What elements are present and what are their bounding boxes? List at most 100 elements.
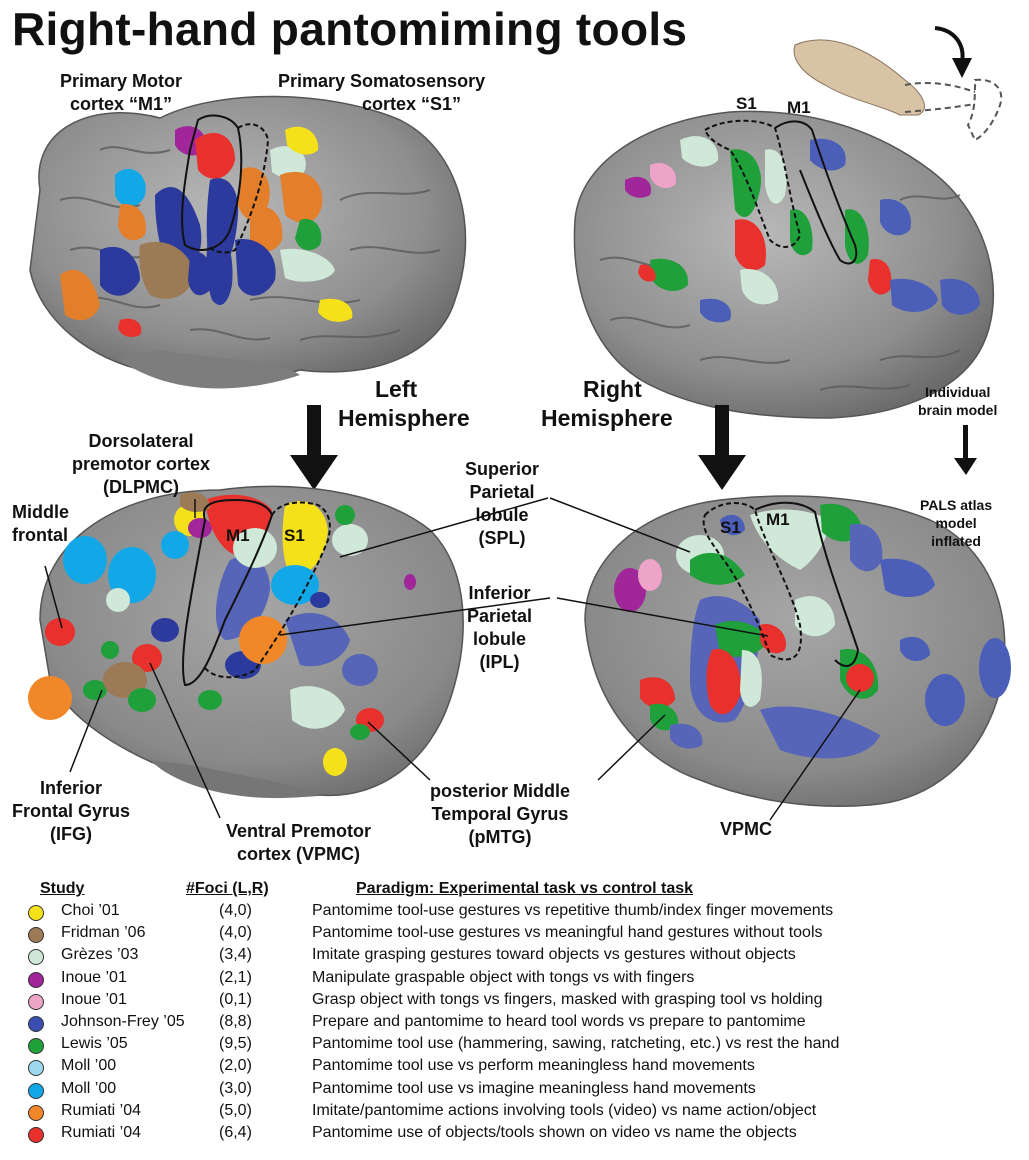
dlpmc-label: Dorsolateral premotor cortex (DLPMC) (72, 430, 210, 499)
color-swatch-icon (28, 1060, 44, 1077)
study-name: Inoue ’01 (61, 968, 127, 986)
brain-figure (28, 26, 1011, 821)
legend-row: Grèzes ’03 (3,4) Imitate grasping gestures… (28, 946, 1018, 968)
s1-marker-right: S1 (720, 518, 741, 537)
paradigm-text: Imitate/pantomime actions involving tool… (312, 1101, 817, 1119)
hand-tool-illustration (793, 26, 1003, 142)
arrow-down-small (954, 425, 977, 475)
s1-marker-left: S1 (284, 526, 305, 545)
legend-header: Study #Foci (L,R) Paradigm: Experimental… (28, 880, 1018, 902)
paradigm-text: Pantomime tool use vs perform meaningles… (312, 1057, 755, 1075)
left-hemisphere-label-2: Hemisphere (338, 404, 470, 432)
label-line: VPMC (720, 819, 773, 839)
paradigm-text: Pantomime tool-use gestures vs meaningfu… (312, 924, 823, 942)
pals-atlas-label: PALS atlas model inflated (920, 496, 992, 550)
left-hemisphere-label: Left (375, 375, 417, 403)
legend-row: Moll ’00(3,0)Pantomime tool use vs imagi… (28, 1080, 1018, 1102)
color-swatch-icon (28, 1127, 44, 1143)
paradigm-text: Pantomime tool use vs imagine meaningles… (312, 1079, 756, 1097)
paradigm-text: Grasp object with tongs vs fingers, mask… (312, 990, 823, 1008)
pmtg-label: posterior Middle Temporal Gyrus (pMTG) (430, 780, 570, 849)
foci-count: (2,0) (219, 1057, 252, 1075)
label-line: premotor cortex (72, 454, 211, 474)
foci-count: (3,0) (219, 1079, 252, 1097)
legend-row: Inoue ’01(0,1)Grasp object with tongs vs… (28, 991, 1018, 1013)
foci-header: #Foci (L,R) (186, 880, 269, 897)
label-line: Dorsolateral (88, 431, 194, 451)
legend-row: Rumiati ’04 (6,4) Pantomime use of objects… (28, 1124, 1018, 1146)
arrow-down-left (290, 405, 338, 490)
label-line: lobule (473, 629, 527, 649)
legend-row: Moll ’00 (2,0) Pantomime tool use vs perfo… (28, 1057, 1018, 1079)
study-name: Rumiati ’04 (61, 1101, 142, 1119)
right-hemisphere-label: Right (583, 375, 642, 403)
legend-row: Lewis ’05 (9,5) Pantomime tool use (hammer… (28, 1035, 1018, 1057)
foci-count: (4,0) (219, 924, 252, 942)
foci-count: (9,5) (219, 1035, 252, 1053)
label-line: Primary Motor (60, 71, 183, 91)
label-line: Hemisphere (338, 405, 470, 431)
label-line: Middle (12, 502, 69, 522)
label-line: brain model (918, 402, 998, 418)
label-line: lobule (475, 505, 529, 525)
label-line: (pMTG) (468, 827, 532, 847)
label-line: Temporal Gyrus (431, 804, 569, 824)
s1-marker-top: S1 (736, 94, 757, 113)
label-line: Parietal (467, 606, 533, 626)
study-name: Rumiati ’04 (61, 1124, 142, 1141)
left-hemisphere-brain (29, 95, 467, 389)
foci-count: (3,4) (219, 946, 252, 964)
right-hemisphere-label-2: Hemisphere (541, 404, 673, 432)
label-line: Inferior (468, 583, 531, 603)
ifg-label: Inferior Frontal Gyrus (IFG) (12, 777, 130, 846)
vpmc-right-label: VPMC (720, 818, 772, 841)
label-line: (IPL) (479, 652, 520, 672)
label-line: Primary Somatosensory (278, 71, 486, 91)
legend-row: Fridman ’06(4,0)Pantomime tool-use gestu… (28, 924, 1018, 946)
label-line: posterior Middle (430, 781, 571, 801)
spl-label: Superior Parietal lobule (SPL) (465, 458, 539, 550)
individual-brain-label: Individual brain model (918, 383, 997, 419)
legend-row: Choi ’01 (4,0) Pantomime tool-use gestures… (28, 902, 1018, 924)
study-name: Grèzes ’03 (61, 946, 139, 964)
study-header: Study (40, 880, 85, 897)
m1-marker-right: M1 (766, 510, 790, 529)
label-line: (SPL) (478, 528, 526, 548)
label-line: Parietal (469, 482, 535, 502)
paradigm-text: Imitate grasping gestures toward objects… (312, 946, 796, 964)
study-name: Choi ’01 (61, 902, 120, 919)
vpmc-left-label: Ventral Premotor cortex (VPMC) (226, 820, 371, 866)
label-line: Hemisphere (541, 405, 673, 431)
foci-count: (4,0) (219, 902, 252, 919)
primary-motor-label: Primary Motor cortex “M1” (60, 70, 182, 116)
right-inflated-brain (584, 495, 1011, 807)
paradigm-text: Pantomime tool-use gestures vs repetitiv… (312, 902, 834, 919)
color-swatch-icon (28, 1016, 44, 1032)
label-line: Superior (465, 459, 540, 479)
color-swatch-icon (28, 1038, 44, 1055)
ipl-label: Inferior Parietal lobule (IPL) (467, 582, 532, 674)
study-name: Moll ’00 (61, 1057, 117, 1075)
foci-count: (5,0) (219, 1101, 252, 1119)
study-name: Lewis ’05 (61, 1035, 128, 1053)
label-line: model (935, 515, 977, 531)
paradigm-header: Paradigm: Experimental task vs control t… (356, 880, 694, 897)
left-inflated-brain (28, 485, 464, 799)
m1-marker-top: M1 (787, 98, 811, 117)
right-hemisphere-brain (573, 110, 995, 419)
legend-row: Inoue ’01(2,1)Manipulate graspable objec… (28, 969, 1018, 991)
label-line: (IFG) (50, 824, 93, 844)
leader-lines (44, 497, 861, 821)
m1-marker-left: M1 (226, 526, 250, 545)
foci-count: (6,4) (219, 1124, 252, 1141)
legend-row: Johnson-Frey ’05(8,8)Prepare and pantomi… (28, 1013, 1018, 1035)
paradigm-text: Pantomime tool use (hammering, sawing, r… (312, 1035, 840, 1053)
foci-count: (8,8) (219, 1013, 252, 1030)
label-line: Individual (925, 384, 991, 400)
foci-count: (2,1) (219, 968, 252, 986)
label-line: frontal (12, 525, 68, 545)
paradigm-text: Pantomime use of objects/tools shown on … (312, 1124, 797, 1141)
middle-frontal-label: Middle frontal (12, 501, 69, 547)
label-line: PALS atlas (920, 497, 993, 513)
label-line: Right (583, 376, 642, 402)
